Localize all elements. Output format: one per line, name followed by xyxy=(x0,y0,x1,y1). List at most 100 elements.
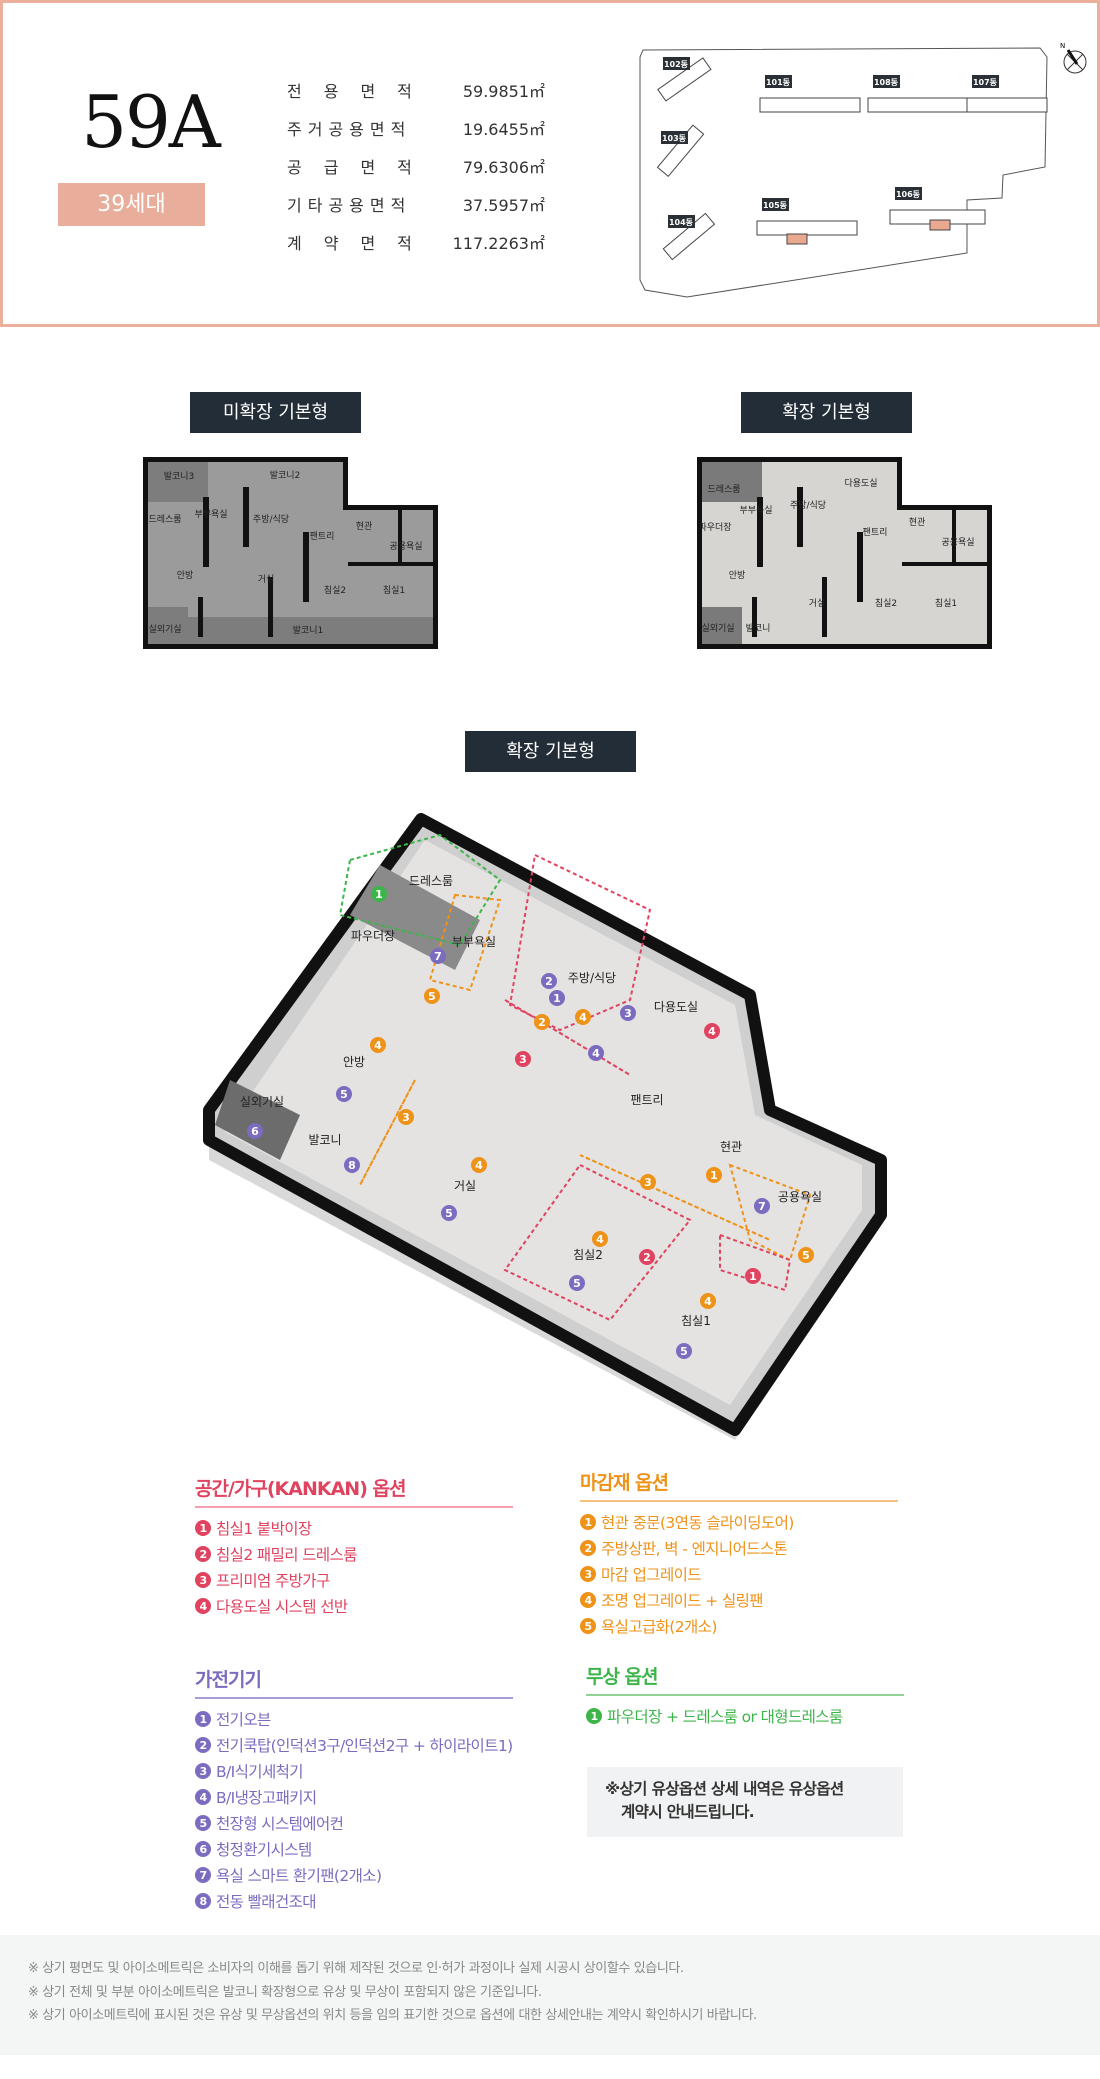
room-label: 드레스룸 xyxy=(148,514,181,525)
option-zone xyxy=(338,833,502,947)
svg-text:7: 7 xyxy=(758,1200,766,1213)
disclaimer-line: ※ 상기 아이소메트릭에 표시된 것은 유상 및 무상옵션의 위치 등을 임의 … xyxy=(28,2008,757,2023)
building-4: 103동 xyxy=(656,124,705,177)
room-label: 침실1 xyxy=(383,585,405,596)
disclaimer-footer: ※ 상기 평면도 및 아이소메트릭은 소비자의 이해를 돕기 위해 제작된 것으… xyxy=(0,1935,1100,2055)
room-label: 발코니3 xyxy=(164,471,195,482)
area-value: 59.9851㎡ xyxy=(462,82,545,101)
number-badge-icon: 4 xyxy=(195,1598,211,1614)
option-zone xyxy=(359,1079,416,1186)
option-marker: 2 xyxy=(639,1249,655,1265)
svg-text:2: 2 xyxy=(643,1251,651,1264)
area-label: 전용면적 xyxy=(287,82,434,101)
area-value: 37.5957㎡ xyxy=(462,196,545,215)
svg-text:8: 8 xyxy=(348,1159,356,1172)
option-zone xyxy=(719,1233,792,1292)
divider xyxy=(586,1694,904,1696)
room-label: 안방 xyxy=(177,570,194,581)
svg-text:1: 1 xyxy=(710,1169,718,1182)
room-label: 팬트리 xyxy=(310,531,335,542)
option-zone xyxy=(728,1163,812,1262)
number-badge-icon: 8 xyxy=(195,1893,211,1909)
option-marker: 4 xyxy=(370,1037,386,1053)
svg-text:4: 4 xyxy=(475,1159,483,1172)
building-label: 102동 xyxy=(664,60,689,69)
option-marker: 5 xyxy=(569,1275,585,1291)
room-label: 침실2 xyxy=(573,1248,603,1262)
room-label: 침실2 xyxy=(324,585,346,596)
svg-text:5: 5 xyxy=(340,1088,348,1101)
room-label: 파우더장 xyxy=(351,929,395,943)
room-label: 실외기실 xyxy=(240,1095,284,1109)
room-label: 드레스룸 xyxy=(707,484,740,495)
svg-text:3: 3 xyxy=(624,1007,632,1020)
room-label: 부부욕실 xyxy=(194,509,227,520)
svg-text:6: 6 xyxy=(251,1125,259,1138)
room-label: 드레스룸 xyxy=(409,874,453,888)
option-marker: 5 xyxy=(798,1247,814,1263)
room-label: 주방/식당 xyxy=(790,500,826,511)
divider xyxy=(580,1500,898,1502)
svg-text:4: 4 xyxy=(596,1233,604,1246)
option-marker: 3 xyxy=(620,1005,636,1021)
room-label: 공용욕실 xyxy=(778,1190,822,1204)
number-badge-icon: 4 xyxy=(195,1789,211,1805)
room-label: 거실 xyxy=(258,574,275,585)
number-badge-icon: 7 xyxy=(195,1867,211,1883)
svg-text:5: 5 xyxy=(428,990,436,1003)
room-label: 침실1 xyxy=(935,598,957,609)
disclaimer-line: ※ 상기 평면도 및 아이소메트릭은 소비자의 이해를 돕기 위해 제작된 것으… xyxy=(28,1961,684,1976)
room-label: 다용도실 xyxy=(844,478,877,489)
building-label: 106동 xyxy=(896,190,921,199)
room-label: 부부욕실 xyxy=(739,505,772,516)
finish-options-title: 마감재 옵션 xyxy=(580,1472,669,1494)
area-label: 계약면적 xyxy=(287,234,434,253)
number-badge-icon: 5 xyxy=(580,1618,596,1634)
room-label: 공용욕실 xyxy=(389,541,422,552)
svg-text:5: 5 xyxy=(680,1345,688,1358)
number-badge-icon: 3 xyxy=(580,1566,596,1582)
room-label: 발코니2 xyxy=(270,470,301,481)
room-label: 침실1 xyxy=(681,1314,711,1328)
number-badge-icon: 1 xyxy=(580,1514,596,1530)
area-label: 공급면적 xyxy=(287,158,434,177)
building-label: 104동 xyxy=(669,218,694,227)
building-6: 105동 xyxy=(756,198,858,245)
svg-text:4: 4 xyxy=(374,1039,382,1052)
option-marker: 2 xyxy=(534,1014,550,1030)
svg-text:3: 3 xyxy=(402,1111,410,1124)
room-label: 파우더장 xyxy=(698,522,731,533)
svg-text:4: 4 xyxy=(592,1047,600,1060)
option-marker: 4 xyxy=(588,1045,604,1061)
building-1: 101동 xyxy=(759,75,861,113)
building-label: 107동 xyxy=(973,78,998,87)
option-marker: 5 xyxy=(336,1086,352,1102)
room-label: 현관 xyxy=(356,521,373,532)
kankan-options-title: 공간/가구(KANKAN) 옵션 xyxy=(195,1478,406,1500)
option-zone xyxy=(508,853,652,1032)
room-label: 부부욕실 xyxy=(452,935,496,949)
svg-text:1: 1 xyxy=(553,992,561,1005)
number-badge-icon: 1 xyxy=(195,1520,211,1536)
number-badge-icon: 6 xyxy=(195,1841,211,1857)
area-label: 주거공용면적 xyxy=(287,120,412,139)
number-badge-icon: 1 xyxy=(586,1708,602,1724)
building-7: 106동 xyxy=(889,187,986,231)
